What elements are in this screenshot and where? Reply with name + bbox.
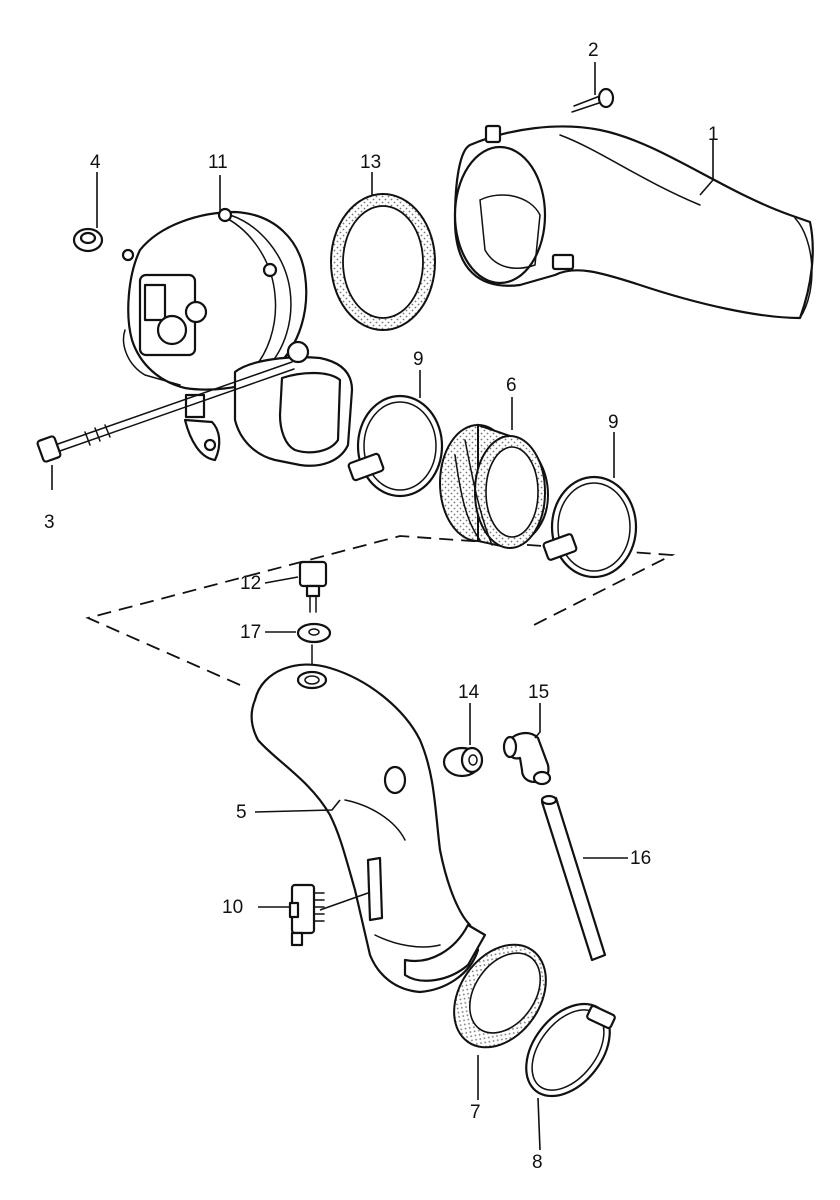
part-connector <box>288 883 325 947</box>
callout-13: 13 <box>360 152 381 173</box>
callout-9-left: 9 <box>413 349 424 370</box>
part-hose <box>540 794 607 962</box>
part-hose-clamp-left <box>347 394 444 498</box>
callout-5: 5 <box>236 802 247 823</box>
part-blower-motor <box>121 207 354 467</box>
part-washer <box>296 622 332 673</box>
part-seal-ring <box>453 943 547 1049</box>
part-air-duct <box>453 124 814 320</box>
callout-15: 15 <box>528 682 549 703</box>
callout-11: 11 <box>208 152 228 173</box>
callout-9-right: 9 <box>608 412 619 433</box>
part-corrugated-sleeve <box>439 423 550 550</box>
callout-10: 10 <box>222 897 243 918</box>
callout-1: 1 <box>708 124 719 145</box>
part-hose-clamp-bottom <box>525 1002 616 1098</box>
callout-8: 8 <box>532 1152 543 1173</box>
callout-labels: 1 2 3 4 5 6 7 8 9 9 10 11 12 13 14 15 16… <box>44 40 719 1173</box>
callout-14: 14 <box>458 682 480 703</box>
callout-4: 4 <box>90 152 101 173</box>
assembly-outline <box>85 535 676 686</box>
leader-lines <box>51 62 714 1151</box>
part-hose-clamp-right <box>542 475 638 579</box>
callout-3: 3 <box>44 512 55 533</box>
part-screw-top <box>571 87 615 113</box>
part-long-bolt <box>36 361 295 463</box>
callout-2: 2 <box>588 40 599 61</box>
callout-16: 16 <box>630 848 651 869</box>
callout-17: 17 <box>240 622 261 643</box>
part-gasket-ring <box>330 193 436 331</box>
callout-12: 12 <box>240 573 261 594</box>
part-sensor <box>298 560 328 613</box>
callout-7: 7 <box>470 1102 481 1123</box>
part-grommet-small <box>442 746 484 778</box>
part-lower-duct <box>250 663 487 994</box>
part-grommet <box>72 227 104 253</box>
callout-6: 6 <box>506 375 517 396</box>
part-elbow-fitting <box>502 732 552 786</box>
